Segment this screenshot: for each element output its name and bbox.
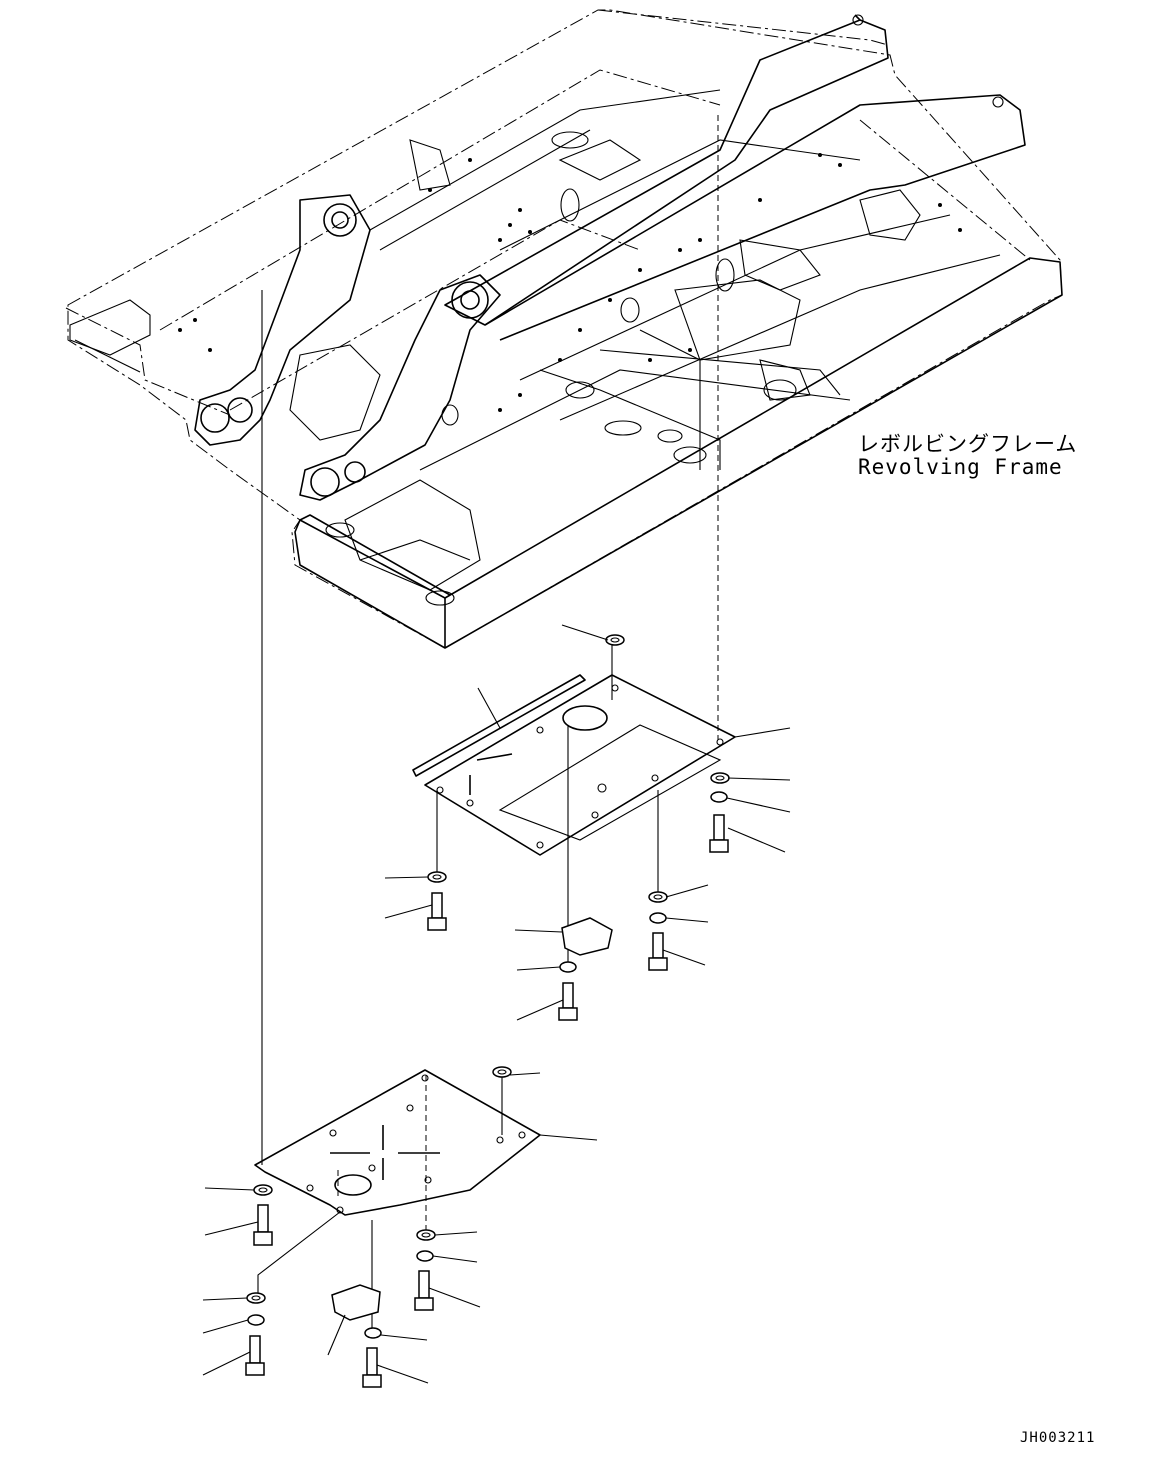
- upper-under-cover: [412, 674, 736, 856]
- revolving-frame: [65, 9, 1063, 649]
- revolving-frame-label-en: Revolving Frame: [858, 455, 1063, 479]
- revolving-frame-label-jp: レボルビングフレーム: [858, 432, 1078, 456]
- leader-lines: [202, 624, 791, 1384]
- fasteners: [245, 634, 730, 1388]
- inspection-cover-icon: [331, 917, 613, 1321]
- drawing-code: JH003211: [1020, 1430, 1096, 1446]
- washer-icon: [246, 634, 730, 1339]
- bolt-icon: [245, 814, 729, 1388]
- lower-under-cover: [254, 1069, 541, 1216]
